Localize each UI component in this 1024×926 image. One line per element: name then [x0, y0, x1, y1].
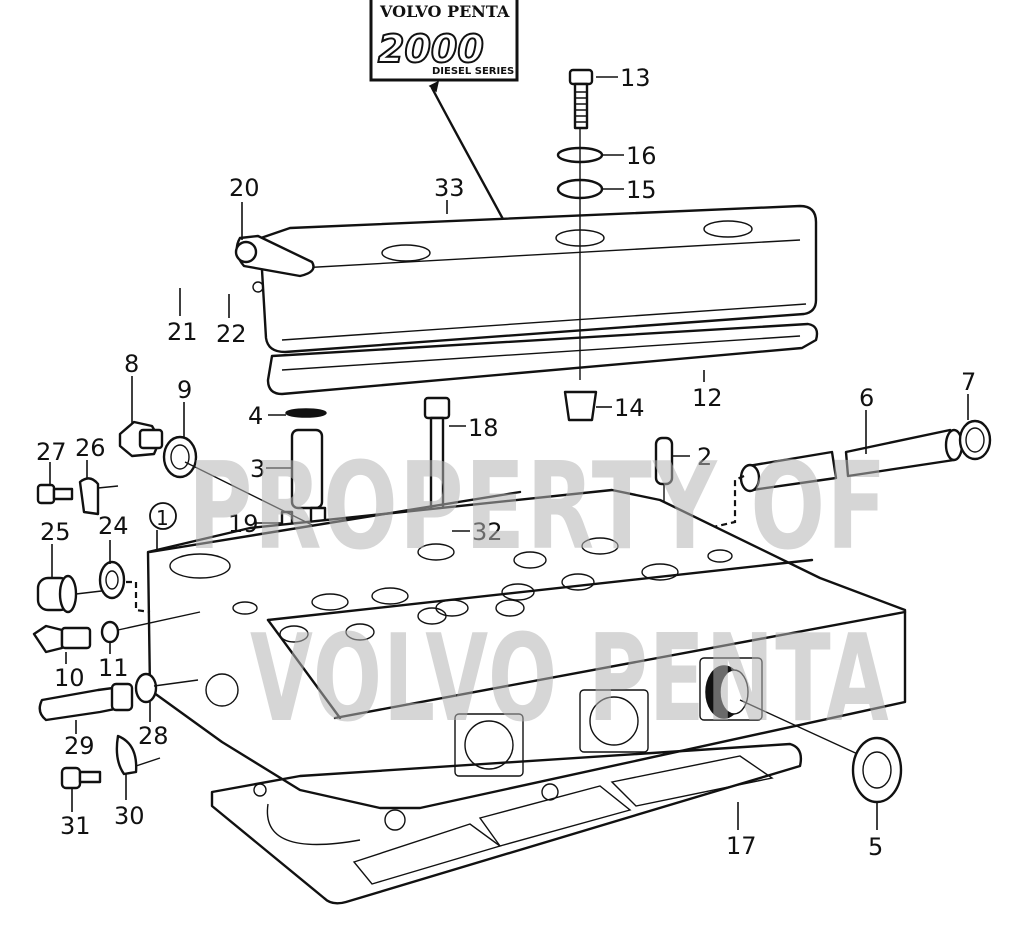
- callout-22: 22: [216, 320, 247, 348]
- callout-17: 17: [726, 832, 757, 860]
- callout-6: 6: [859, 384, 874, 412]
- callout-1: 1: [156, 506, 169, 530]
- callouts: 1 2 3 4 5 6 7 8 9 10 11 12 13 14 15 16 1…: [36, 64, 976, 861]
- callout-21: 21: [167, 318, 198, 346]
- callout-25: 25: [40, 518, 71, 546]
- callout-7: 7: [961, 368, 976, 396]
- callout-2: 2: [697, 443, 712, 471]
- callout-30: 30: [114, 802, 145, 830]
- callout-9: 9: [177, 376, 192, 404]
- injector: [290, 428, 324, 510]
- core-plug: [851, 736, 903, 804]
- callout-16: 16: [626, 142, 657, 170]
- callout-18: 18: [468, 414, 499, 442]
- callout-26: 26: [75, 434, 106, 462]
- callout-10: 10: [54, 664, 85, 692]
- callout-33: 33: [434, 174, 465, 202]
- callout-24: 24: [98, 512, 129, 540]
- callout-12: 12: [692, 384, 723, 412]
- cover-bolt-stack: [556, 68, 604, 380]
- callout-3: 3: [250, 455, 265, 483]
- callout-13: 13: [620, 64, 651, 92]
- leader-lines: [49, 76, 969, 830]
- callout-28: 28: [138, 722, 169, 750]
- brand-model: 2000: [378, 27, 484, 71]
- callout-15: 15: [626, 176, 657, 204]
- callout-32: 32: [472, 518, 503, 546]
- callout-4: 4: [248, 402, 263, 430]
- cylinder-head: [146, 488, 907, 810]
- callout-20: 20: [229, 174, 260, 202]
- brand-name: VOLVO PENTA: [379, 2, 510, 21]
- callout-5: 5: [868, 833, 883, 861]
- injector-seal: [285, 408, 327, 418]
- coolant-tube: [699, 419, 992, 532]
- callout-1-circle: [149, 502, 177, 530]
- callout-31: 31: [60, 812, 91, 840]
- valve-cover-gasket: [266, 322, 819, 396]
- valve-cover: [234, 204, 818, 354]
- callout-14: 14: [614, 394, 645, 422]
- badge-pointer-arrowhead: [428, 80, 440, 93]
- dowel-pin: [654, 436, 674, 486]
- brand-badge: VOLVO PENTA 2000 DIESEL SERIES: [369, 0, 547, 300]
- callout-8: 8: [124, 350, 139, 378]
- callout-27: 27: [36, 438, 67, 466]
- o-ring: [958, 419, 992, 461]
- callout-11: 11: [98, 654, 129, 682]
- callout-19: 19: [228, 510, 259, 538]
- left-fittings: [32, 420, 313, 790]
- callout-29: 29: [64, 732, 95, 760]
- head-gasket: [210, 742, 803, 905]
- sleeve: [563, 390, 598, 422]
- brand-series: DIESEL SERIES: [432, 66, 514, 77]
